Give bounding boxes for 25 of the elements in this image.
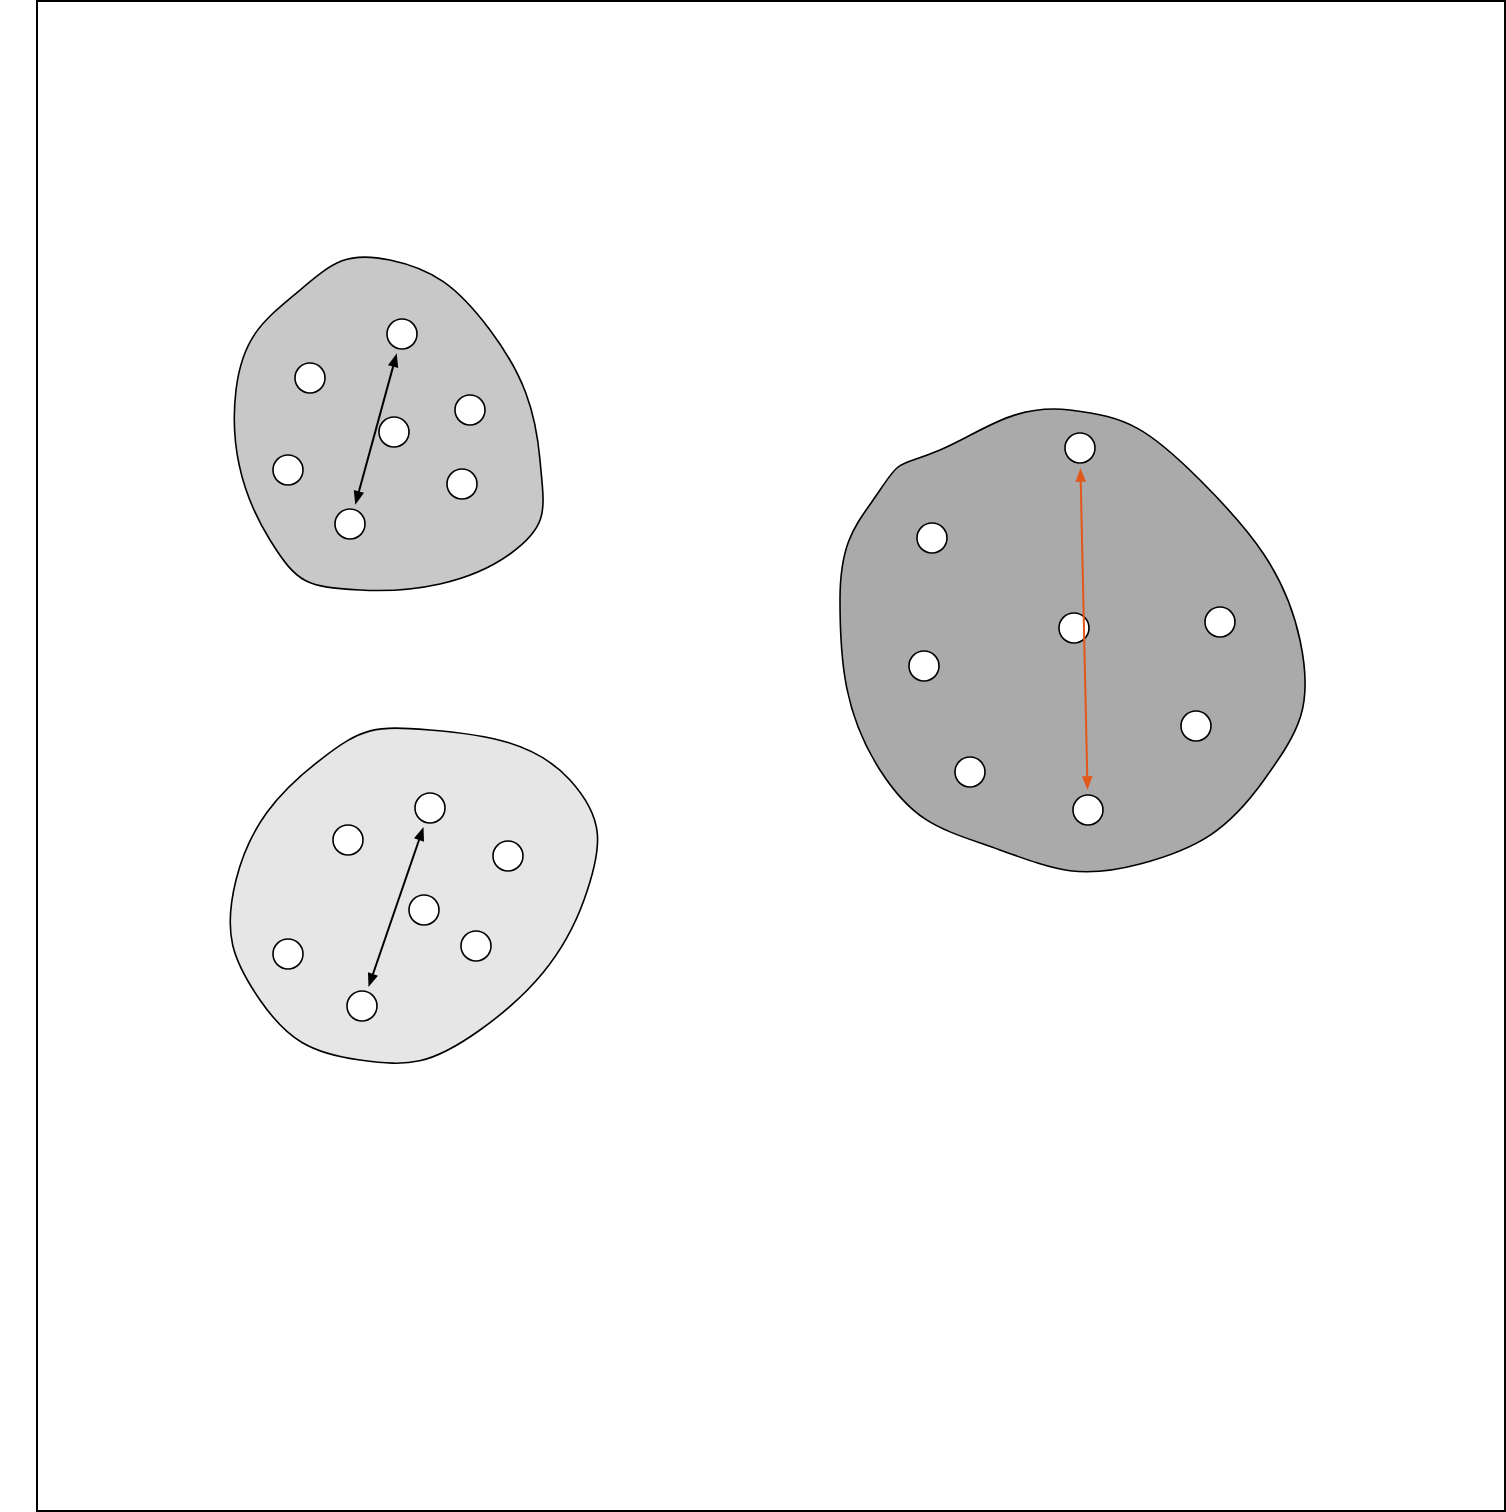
point-circle <box>346 990 378 1022</box>
point-circle <box>460 930 492 962</box>
point-circle <box>492 840 524 872</box>
point-circle <box>454 394 486 426</box>
point-circle <box>1064 432 1096 464</box>
point-circle <box>408 894 440 926</box>
point-circle <box>446 468 478 500</box>
cluster-blob <box>229 727 599 1064</box>
point-circle <box>1204 606 1236 638</box>
point-circle <box>908 650 940 682</box>
point-circle <box>386 318 418 350</box>
point-circle <box>414 792 446 824</box>
cluster-blob <box>839 408 1307 873</box>
point-circle <box>916 522 948 554</box>
point-circle <box>272 454 304 486</box>
point-circle <box>1072 794 1104 826</box>
point-circle <box>334 508 366 540</box>
cluster-blob <box>233 256 544 592</box>
point-circle <box>332 824 364 856</box>
point-circle <box>954 756 986 788</box>
point-circle <box>378 416 410 448</box>
point-circle <box>1058 612 1090 644</box>
point-circle <box>294 362 326 394</box>
point-circle <box>272 938 304 970</box>
point-circle <box>1180 710 1212 742</box>
